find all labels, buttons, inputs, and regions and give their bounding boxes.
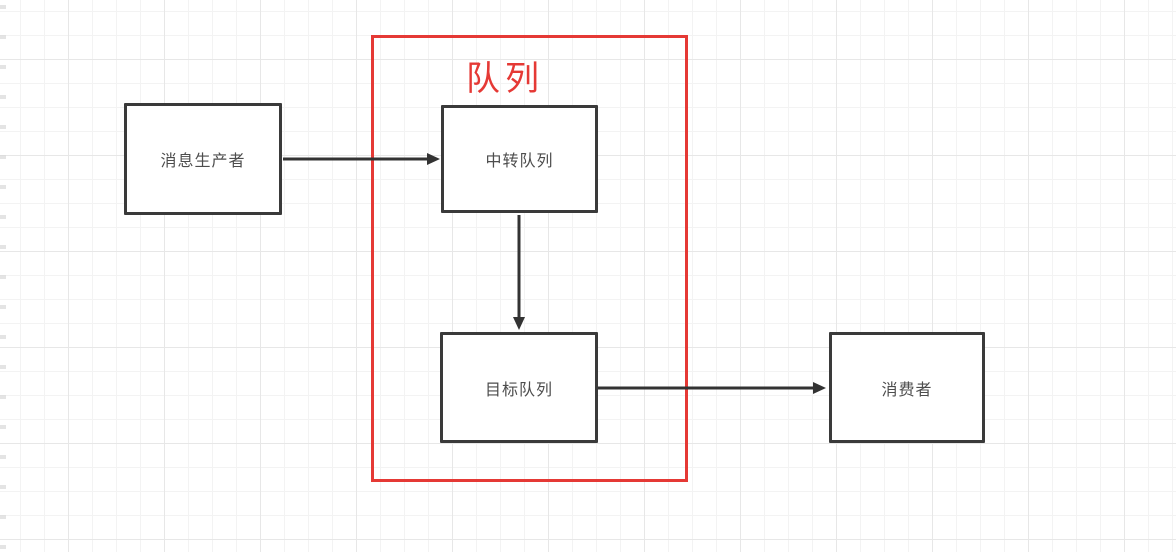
node-message-producer[interactable]: 消息生产者 <box>124 103 282 215</box>
node-transit-queue-label: 中转队列 <box>485 153 554 170</box>
queue-group-label: 队列 <box>466 60 544 98</box>
node-consumer[interactable]: 消费者 <box>829 332 985 443</box>
queue-group-rect[interactable] <box>371 35 688 482</box>
node-target-queue[interactable]: 目标队列 <box>440 332 598 443</box>
left-edge-artifact <box>0 5 6 552</box>
node-transit-queue[interactable]: 中转队列 <box>441 105 598 213</box>
node-message-producer-label: 消息生产者 <box>160 153 246 170</box>
node-target-queue-label: 目标队列 <box>484 381 553 399</box>
node-consumer-label: 消费者 <box>881 381 933 399</box>
